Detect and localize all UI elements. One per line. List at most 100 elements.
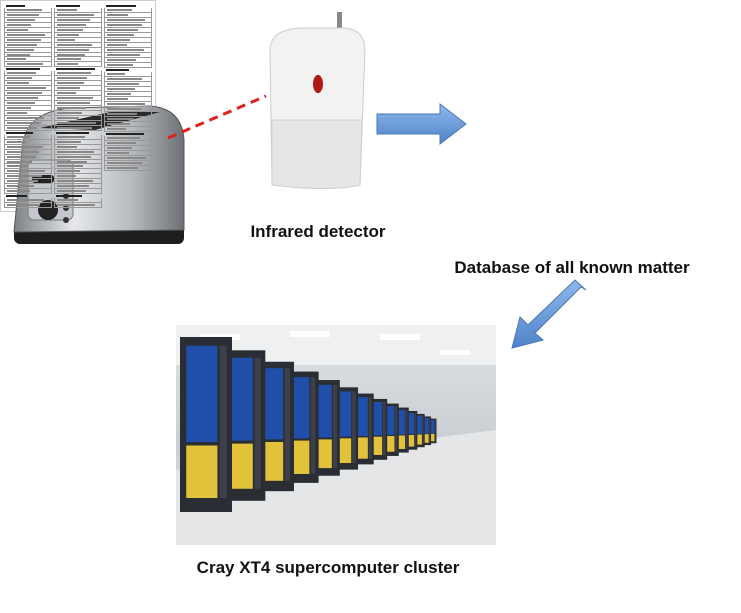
database-row xyxy=(4,32,52,38)
database-row xyxy=(54,47,102,53)
database-row xyxy=(4,184,52,190)
supercomputer-label: Cray XT4 supercomputer cluster xyxy=(196,558,460,577)
database-row xyxy=(104,151,152,156)
database-column xyxy=(54,4,102,209)
database-row xyxy=(54,134,102,140)
database-row xyxy=(4,101,52,107)
database-row xyxy=(54,131,102,135)
cabinet xyxy=(430,433,435,442)
database-row xyxy=(54,101,102,107)
cabinet xyxy=(284,368,291,481)
database-row xyxy=(104,28,152,33)
database-row xyxy=(4,67,52,71)
database-row xyxy=(104,102,152,107)
database-row xyxy=(54,37,102,43)
database-row xyxy=(104,136,152,141)
database-row xyxy=(4,71,52,77)
database-row xyxy=(4,189,52,195)
database-row xyxy=(104,117,152,122)
database-row xyxy=(54,174,102,180)
database-row xyxy=(104,107,152,112)
cabinet xyxy=(219,345,227,498)
cabinet xyxy=(423,417,429,434)
cabinet xyxy=(385,436,395,452)
database-row xyxy=(54,76,102,82)
database-row xyxy=(4,115,52,121)
cabinet xyxy=(414,412,417,447)
database-row xyxy=(4,198,52,204)
cabinet xyxy=(415,415,422,434)
cabinet xyxy=(371,401,383,436)
database-row xyxy=(4,131,52,135)
database-row xyxy=(54,67,102,71)
database-row xyxy=(54,154,102,160)
cabinet xyxy=(371,436,383,455)
database-row xyxy=(104,127,152,132)
database-row xyxy=(104,23,152,28)
cabinet xyxy=(355,397,368,437)
database-row xyxy=(54,32,102,38)
database-row xyxy=(4,169,52,175)
database-row xyxy=(54,4,102,8)
database-row xyxy=(54,115,102,121)
database-row xyxy=(104,166,152,171)
cabinet xyxy=(314,439,332,469)
database-row xyxy=(4,86,52,92)
arrow-right-icon xyxy=(376,102,467,146)
database-row xyxy=(104,112,152,117)
database-row xyxy=(4,4,52,8)
database-row xyxy=(4,52,52,58)
database-row xyxy=(4,81,52,87)
database-row xyxy=(4,120,52,126)
database-row xyxy=(54,149,102,155)
database-row xyxy=(4,106,52,111)
database-row xyxy=(54,62,102,68)
database-row xyxy=(104,82,152,87)
cabinet xyxy=(289,440,310,474)
cabinet xyxy=(310,377,316,474)
database-row xyxy=(104,156,152,161)
cabinet xyxy=(382,401,386,455)
database-row xyxy=(4,159,52,165)
database-row xyxy=(104,13,152,18)
database-row xyxy=(4,47,52,53)
database-column xyxy=(104,4,152,208)
database-row xyxy=(4,203,52,209)
cabinet xyxy=(395,406,398,452)
database-row xyxy=(54,86,102,92)
database-row xyxy=(54,139,102,145)
database-row xyxy=(4,164,52,170)
database-table-image xyxy=(0,0,156,212)
database-row xyxy=(4,37,52,43)
database-row xyxy=(4,139,52,145)
infrared-detector-image xyxy=(269,12,366,189)
cabinet xyxy=(434,419,436,442)
arrow-down-left-icon xyxy=(511,279,587,349)
database-label: Database of all known matter xyxy=(454,258,690,277)
database-row xyxy=(54,203,102,209)
database-row xyxy=(104,77,152,82)
cabinet xyxy=(355,437,368,459)
database-row xyxy=(4,57,52,63)
infrared-beam xyxy=(167,94,267,140)
database-row xyxy=(104,18,152,23)
cabinet xyxy=(260,368,284,440)
database-row xyxy=(54,42,102,48)
database-row xyxy=(54,189,102,195)
database-row xyxy=(104,58,152,63)
cabinet xyxy=(385,406,395,435)
database-row xyxy=(54,12,102,18)
database-row xyxy=(54,52,102,58)
cabinet xyxy=(336,391,352,437)
cabinet xyxy=(314,384,332,438)
cabinet xyxy=(368,397,372,459)
supercomputer-photo xyxy=(176,325,496,545)
database-row xyxy=(104,53,152,58)
database-row xyxy=(54,27,102,33)
database-row xyxy=(54,7,102,13)
database-column xyxy=(4,4,52,209)
database-row xyxy=(54,81,102,87)
database-row xyxy=(4,22,52,28)
cabinet xyxy=(415,434,422,445)
